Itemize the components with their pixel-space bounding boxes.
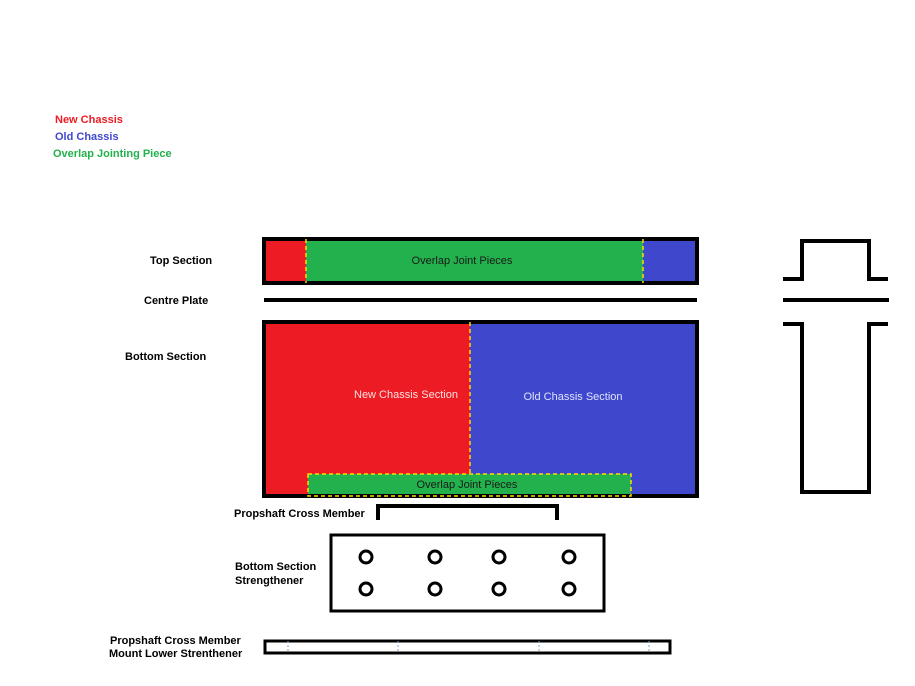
legend-new-chassis: New Chassis — [55, 114, 123, 126]
centre-plate-diagram — [264, 298, 697, 302]
bottom-overlap-fill — [308, 474, 631, 494]
top-overlap-fill — [306, 241, 643, 281]
propshaft-cross-member-label: Propshaft Cross Member — [234, 508, 365, 520]
bottom-overlap-dash — [307, 473, 632, 497]
bolt-hole — [491, 549, 507, 565]
bolt-hole — [561, 549, 577, 565]
strengthener-plate — [329, 533, 606, 613]
legend-overlap: Overlap Jointing Piece — [53, 148, 172, 160]
centre-plate-label: Centre Plate — [144, 295, 209, 307]
top-new-chassis-fill — [266, 241, 306, 281]
bottom-overlap-text: Overlap Joint Pieces — [417, 479, 518, 491]
bottom-strengthener-label-line2: Strengthener — [235, 575, 304, 587]
bottom-section-diagram: New Chassis Section Old Chassis Section … — [262, 320, 699, 498]
centre-plate-bar — [264, 298, 697, 302]
bottom-strengthener-label-line1: Bottom Section — [235, 561, 317, 573]
bolt-hole — [491, 581, 507, 597]
bolt-hole — [358, 549, 374, 565]
bottom-section-label: Bottom Section — [125, 351, 207, 363]
bottom-old-chassis-fill — [470, 324, 695, 494]
top-old-chassis-fill — [643, 241, 695, 281]
bolt-hole — [561, 581, 577, 597]
mount-lower-label-line2: Mount Lower Strenthener — [109, 648, 243, 660]
bottom-new-chassis-fill — [266, 324, 470, 494]
legend-old-chassis: Old Chassis — [55, 131, 119, 143]
bolt-hole — [427, 581, 443, 597]
bottom-strengthener-diagram — [329, 533, 606, 613]
side-profile-diagram — [783, 239, 889, 494]
mount-lower-label-line1: Propshaft Cross Member — [110, 635, 241, 647]
side-profile-top-section — [783, 239, 888, 281]
new-chassis-section-text: New Chassis Section — [354, 389, 458, 401]
side-profile-centre-plate — [783, 298, 889, 302]
top-section-diagram: Overlap Joint Pieces — [262, 237, 699, 285]
propshaft-cross-member-bracket — [376, 504, 559, 520]
top-overlap-text: Overlap Joint Pieces — [412, 255, 513, 267]
old-chassis-section-text: Old Chassis Section — [523, 391, 622, 403]
bolt-hole — [427, 549, 443, 565]
top-section-label: Top Section — [150, 255, 213, 267]
propshaft-cross-member-diagram — [376, 504, 559, 520]
mount-lower-strengthener-diagram — [263, 639, 672, 655]
mount-lower-bar — [263, 639, 672, 655]
bolt-hole — [358, 581, 374, 597]
side-profile-bottom-section — [783, 322, 888, 494]
